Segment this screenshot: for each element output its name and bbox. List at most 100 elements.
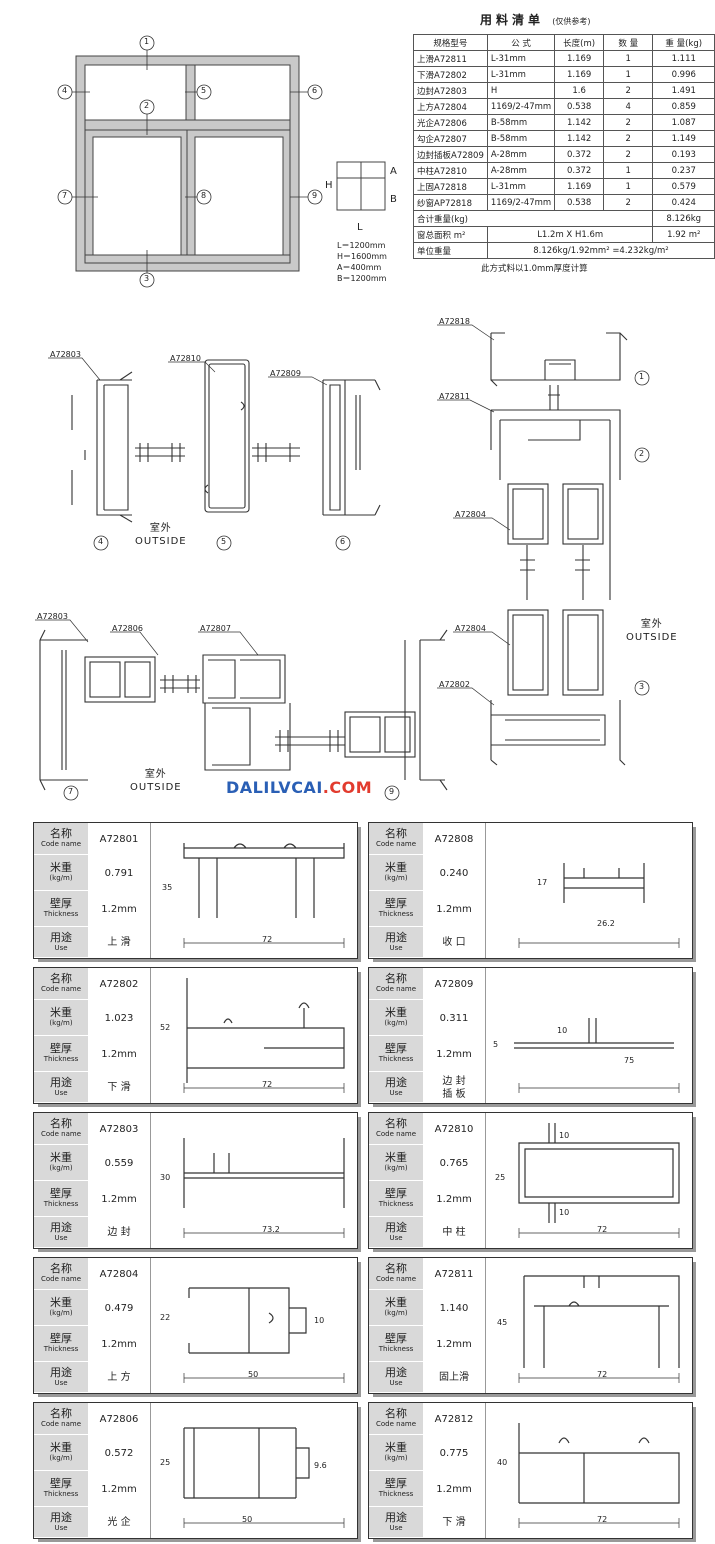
- spec-label-en: Use: [54, 1378, 68, 1387]
- spec-label-zh: 米重: [50, 1006, 72, 1019]
- dimension-line: [183, 1518, 345, 1528]
- section-marker-9: 9: [389, 787, 395, 796]
- spec-label-zh: 壁厚: [385, 1477, 407, 1490]
- spec-label-en: (kg/m): [49, 1164, 73, 1172]
- profile-use: 下 滑: [107, 1082, 131, 1093]
- profile-code: A72804: [99, 1268, 139, 1280]
- spec-label-en: Code name: [41, 1420, 81, 1428]
- profile-use: 下 滑: [442, 1517, 466, 1528]
- profile-drawing: [183, 1427, 345, 1528]
- spec-label-en: Thickness: [43, 1345, 79, 1353]
- dimension-line: [183, 1373, 345, 1383]
- dimension-label: 25: [495, 1173, 506, 1182]
- spec-label-zh: 米重: [385, 1296, 407, 1309]
- spec-label: 米重(kg/m): [369, 1435, 423, 1471]
- spec-label: 米重(kg/m): [34, 1435, 88, 1471]
- profile-code: A72808: [434, 833, 474, 845]
- spec-label-zh: 米重: [385, 1151, 407, 1164]
- spec-label-zh: 用途: [385, 1075, 407, 1089]
- dim-b: B＝1200mm: [337, 274, 387, 283]
- outside-en: OUTSIDE: [626, 632, 678, 643]
- spec-label-zh: 壁厚: [385, 1042, 407, 1055]
- card-divider: [150, 1113, 151, 1248]
- dimension-label: 10: [559, 1131, 570, 1140]
- spec-label-zh: 壁厚: [385, 897, 407, 910]
- spec-label-en: Use: [389, 1088, 403, 1097]
- profile-code: A72801: [99, 833, 139, 845]
- spec-label-en: Use: [54, 943, 68, 952]
- profile-use: 中 柱: [442, 1227, 466, 1238]
- profile-use: 边 封: [107, 1227, 131, 1238]
- section-marker-3: 3: [639, 682, 645, 691]
- spec-label-en: Thickness: [43, 1055, 79, 1063]
- marker-6: 6: [312, 86, 318, 95]
- spec-label-zh: 名称: [50, 972, 72, 985]
- profile-drawing: [514, 1018, 680, 1093]
- brand-part1: DALILVCAI: [226, 778, 323, 797]
- spec-label-zh: 用途: [50, 1075, 72, 1089]
- unit-row: 单位重量 8.126kg/1.92mm² =4.232kg/m²: [413, 242, 715, 259]
- profile-weight: 0.775: [439, 1447, 469, 1459]
- profile-weight: 1.023: [104, 1012, 134, 1024]
- dimension-label: 25: [160, 1458, 171, 1467]
- spec-label-zh: 用途: [50, 1365, 72, 1379]
- profile-thickness: 1.2mm: [436, 1193, 472, 1205]
- callout-a72810: A72810: [170, 354, 201, 363]
- materials-title-text: 用料清单: [480, 13, 545, 27]
- profile-thickness: 1.2mm: [101, 1193, 137, 1205]
- spec-label-zh: 用途: [385, 1510, 407, 1524]
- dimension-label: 40: [497, 1458, 508, 1467]
- spec-label-zh: 名称: [385, 827, 407, 840]
- section-drawings: [35, 324, 650, 801]
- spec-label-zh: 壁厚: [50, 1187, 72, 1200]
- profile-drawing: [518, 863, 680, 948]
- profile-drawing: [518, 1123, 680, 1238]
- materials-cell: 2: [603, 82, 654, 99]
- spec-label-en: (kg/m): [384, 874, 408, 882]
- marker-3: 3: [144, 274, 150, 283]
- profile-weight: 1.140: [439, 1302, 469, 1314]
- marker-5: 5: [201, 86, 207, 95]
- callout-a72803-bottom: A72803: [37, 612, 68, 621]
- card-divider: [485, 1258, 486, 1393]
- outside-label-bottom: 室外 OUTSIDE: [130, 768, 182, 794]
- callout-a72802: A72802: [439, 680, 470, 689]
- spec-label-en: Code name: [376, 1275, 416, 1283]
- spec-label-zh: 用途: [50, 1220, 72, 1234]
- profile-drawing: [183, 1287, 345, 1383]
- section-marker-5: 5: [221, 537, 227, 546]
- profile-weight: 0.765: [439, 1157, 469, 1169]
- dimension-label: 35: [162, 883, 173, 892]
- profile-code: A72806: [99, 1413, 139, 1425]
- spec-label-en: Use: [54, 1088, 68, 1097]
- dimension-line: [518, 1373, 680, 1383]
- profile-code: A72810: [434, 1123, 474, 1135]
- profile-outline: [183, 843, 345, 918]
- dimension-label: 10: [557, 1026, 568, 1035]
- spec-label: 米重(kg/m): [34, 1145, 88, 1181]
- spec-label-en: Code name: [376, 1420, 416, 1428]
- spec-label-en: (kg/m): [49, 1309, 73, 1317]
- brand-watermark: DALILVCAI.COM: [226, 778, 372, 797]
- profile-outline: [186, 978, 345, 1083]
- dimension-label: 52: [160, 1023, 171, 1032]
- profile-thickness: 1.2mm: [101, 903, 137, 915]
- callout-a72811: A72811: [439, 392, 470, 401]
- spec-label-en: Thickness: [43, 1490, 79, 1498]
- spec-label-zh: 名称: [385, 1117, 407, 1130]
- brand-part2: .COM: [322, 778, 373, 797]
- spec-label-zh: 用途: [385, 1220, 407, 1234]
- outside-zh: 室外: [144, 769, 167, 780]
- spec-label-zh: 壁厚: [50, 1042, 72, 1055]
- spec-label-zh: 米重: [385, 861, 407, 874]
